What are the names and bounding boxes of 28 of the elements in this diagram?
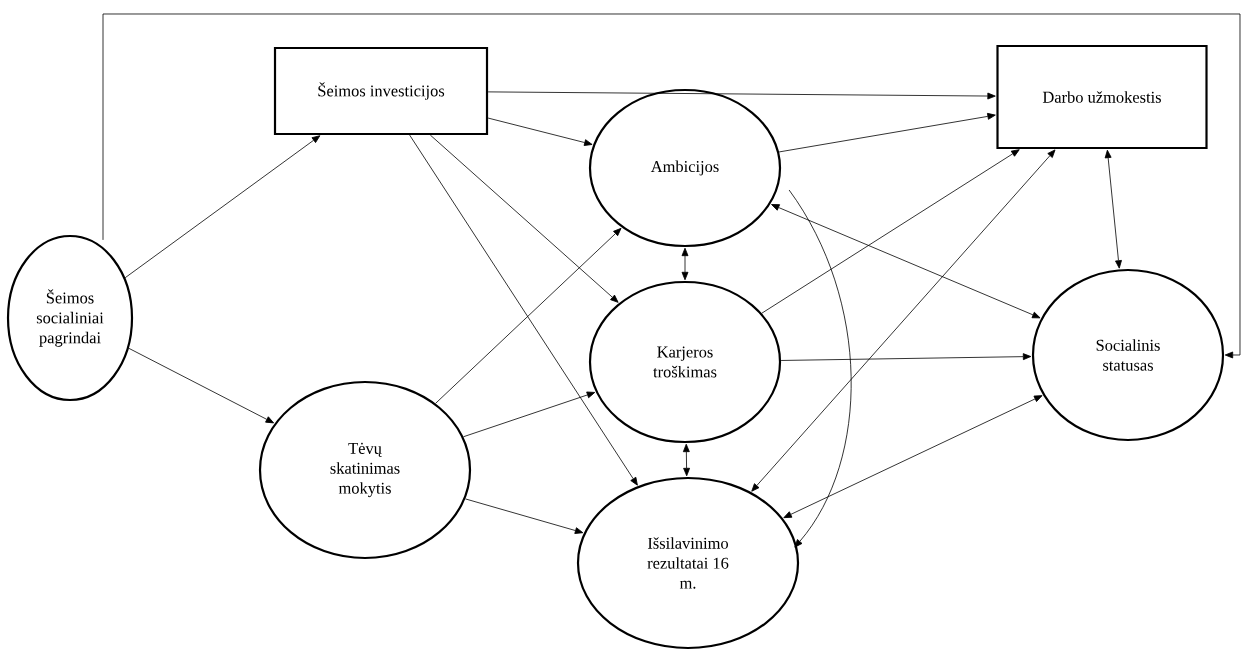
arrow (409, 134, 638, 486)
arrow (464, 498, 584, 534)
process-box: Šeimos investicijos (273, 46, 489, 136)
arrow (1104, 149, 1122, 269)
arrow (771, 204, 1041, 319)
arrow (778, 112, 996, 153)
arrow (487, 117, 593, 146)
arrow (429, 134, 619, 303)
arrow (1224, 351, 1234, 359)
arrow (124, 135, 321, 279)
arrow (783, 395, 1043, 519)
oval-node: Išsilavinimo rezultatai 16 m. (576, 476, 800, 650)
arrow (780, 353, 1032, 361)
oval-node: Šeimos socialiniai pagrindai (6, 234, 134, 402)
arrow (761, 149, 1020, 314)
oval-node: Ambicijos (588, 88, 782, 248)
arrow (435, 227, 622, 404)
arrow (128, 347, 274, 424)
arrow (751, 149, 1056, 492)
arrow (681, 247, 689, 281)
arrow (463, 391, 596, 438)
process-box: Darbo užmokestis (996, 44, 1208, 150)
oval-node: Karjeros troškimas (588, 280, 782, 444)
oval-node: Tėvų skatinimas mokytis (258, 380, 472, 560)
arrow (682, 443, 690, 477)
oval-node: Socialinis statusas (1031, 268, 1225, 442)
arrow (487, 91, 996, 100)
arrow (788, 189, 852, 548)
